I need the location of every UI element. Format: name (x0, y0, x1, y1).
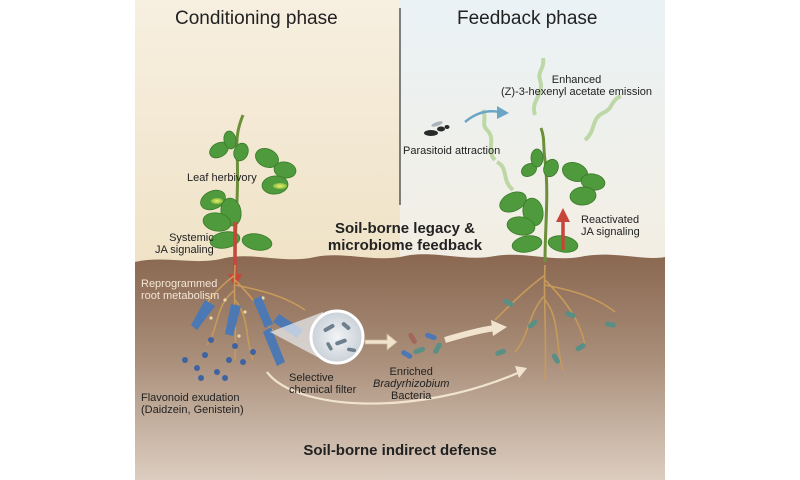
reactivated-line1: Reactivated (581, 214, 640, 226)
enriched-line2: Bradyrhizobium (373, 378, 450, 390)
enhanced-line2: (Z)-3-hexenyl acetate emission (501, 86, 653, 98)
parasitoid-wasp-icon (424, 121, 450, 136)
leaf-herbivory-label: Leaf herbivory (187, 172, 257, 184)
filter-arrow (364, 333, 398, 351)
systemic-ja-label: Systemic JA signaling (155, 232, 214, 256)
enriched-line3: Bacteria (391, 390, 432, 402)
conditioning-phase-title: Conditioning phase (175, 8, 338, 29)
legacy-title-line2: microbiome feedback (327, 237, 483, 254)
legacy-arrow (266, 370, 521, 405)
bottom-title: Soil-borne indirect defense (303, 442, 497, 459)
enhanced-emission-label: Enhanced (Z)-3-hexenyl acetate emission (501, 74, 652, 98)
enhanced-line1: Enhanced (551, 74, 602, 86)
filter-line1: Selective (289, 372, 334, 384)
sky-left (135, 0, 400, 270)
filter-label: Selective chemical filter (289, 372, 356, 396)
reprogrammed-line1: Reprogrammed (141, 278, 218, 290)
flavonoid-line1: Flavonoid exudation (141, 392, 240, 404)
filter-line2: chemical filter (289, 384, 357, 396)
soil (135, 254, 665, 480)
right-plant (481, 57, 622, 381)
reactivated-line2: JA signaling (581, 226, 640, 238)
enriched-line1: Enriched (389, 366, 433, 378)
parasitoid-label: Parasitoid attraction (403, 145, 501, 157)
enriched-label: Enriched Bradyrhizobium Bacteria (373, 366, 449, 402)
reactivated-ja-label: Reactivated JA signaling (581, 214, 640, 238)
legacy-title-line1: Soil-borne legacy & (334, 220, 476, 237)
reprogrammed-line2: root metabolism (141, 290, 220, 302)
flavonoid-label: Flavonoid exudation (Daidzein, Genistein… (141, 392, 244, 416)
feedback-arrow (444, 325, 496, 343)
systemic-line1: Systemic (169, 232, 214, 244)
flavonoid-line2: (Daidzein, Genistein) (141, 404, 244, 416)
feedback-phase-title: Feedback phase (457, 8, 598, 29)
magnifier-lens-icon (270, 309, 365, 365)
bacteria-icon (401, 332, 442, 359)
legacy-title: Soil-borne legacy & microbiome feedback (300, 220, 510, 254)
figure: Conditioning phase Feedback phase Soil-b… (135, 0, 665, 480)
systemic-line2: JA signaling (155, 244, 214, 256)
attraction-arrow (464, 110, 500, 123)
diagram-scene (135, 0, 665, 480)
flavonoid-dots (182, 337, 256, 381)
reprogrammed-label: Reprogrammed root metabolism (141, 278, 219, 302)
